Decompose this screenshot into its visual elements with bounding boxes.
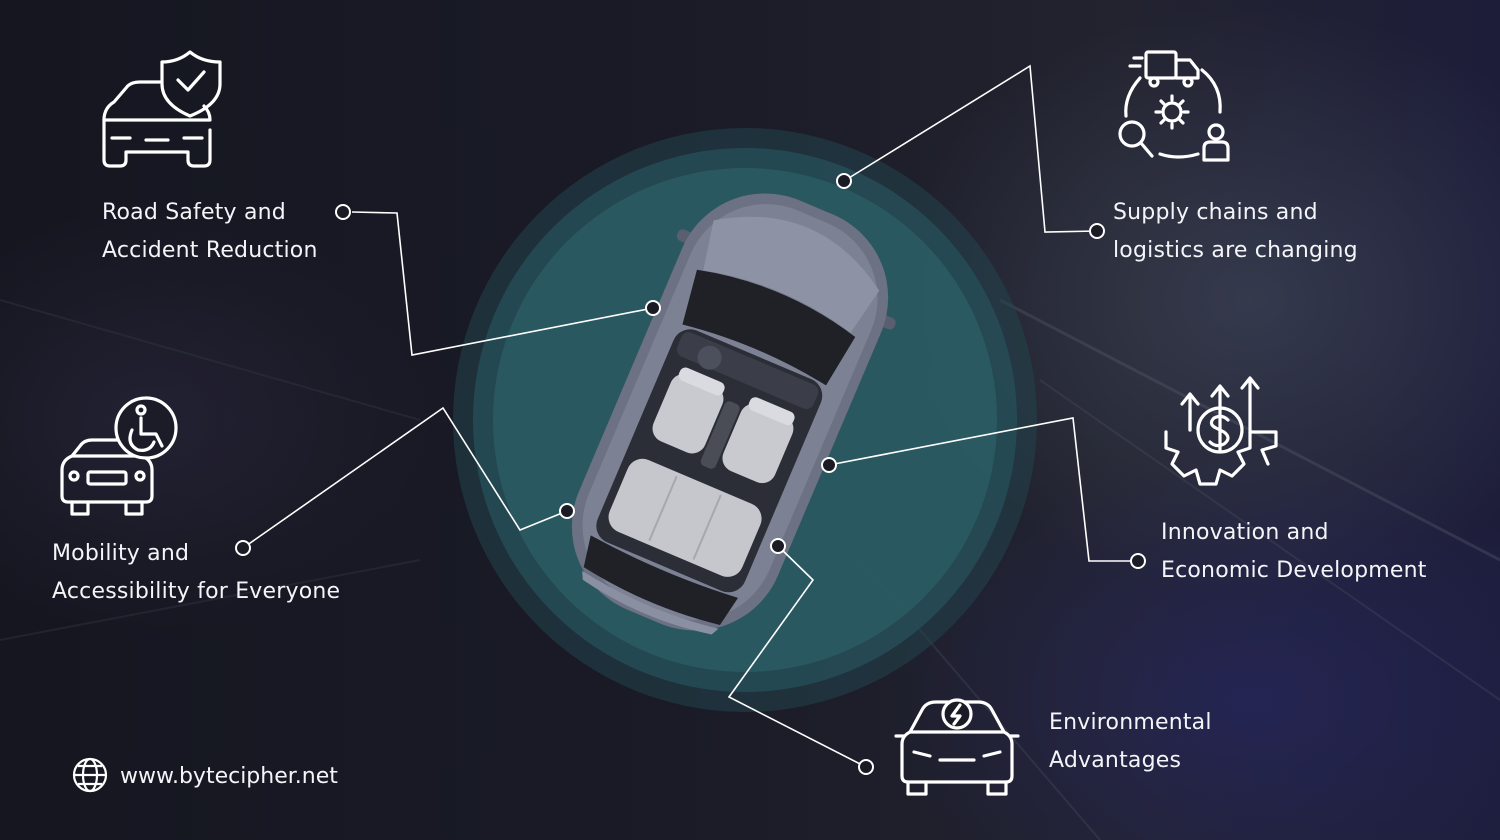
label-supply-chains-line1: Supply chains and bbox=[1113, 200, 1318, 225]
dot-innovation-car bbox=[821, 457, 837, 473]
dot-road-safety-car bbox=[645, 300, 661, 316]
supply-chain-icon bbox=[1118, 50, 1230, 162]
label-innovation-line2: Economic Development bbox=[1161, 558, 1427, 583]
connector-supply-chains bbox=[843, 64, 1098, 233]
label-supply-chains-line2: logistics are changing bbox=[1113, 238, 1358, 263]
dot-supply-car bbox=[836, 173, 852, 189]
label-road-safety: Road Safety and Accident Reduction bbox=[102, 194, 318, 270]
connector-environment bbox=[727, 545, 867, 768]
connector-mobility bbox=[242, 406, 568, 549]
connector-road-safety bbox=[351, 211, 654, 356]
label-mobility-line2: Accessibility for Everyone bbox=[52, 579, 341, 604]
connector-dots bbox=[235, 173, 1146, 775]
car-shield-icon bbox=[102, 50, 222, 168]
electric-car-icon bbox=[894, 698, 1020, 796]
dot-supply-label bbox=[1089, 223, 1105, 239]
dot-environment-car bbox=[770, 538, 786, 554]
label-environment-line2: Advantages bbox=[1049, 748, 1182, 773]
car-illustration bbox=[571, 193, 896, 635]
website-link[interactable]: www.bytecipher.net bbox=[120, 763, 338, 789]
globe-icon bbox=[72, 757, 108, 793]
dot-road-safety-label bbox=[335, 204, 351, 220]
dot-innovation-label bbox=[1130, 553, 1146, 569]
label-mobility-line1: Mobility and bbox=[52, 541, 190, 566]
dot-mobility-label bbox=[235, 540, 251, 556]
label-mobility: Mobility and Accessibility for Everyone bbox=[52, 535, 340, 611]
label-environment-line1: Environmental bbox=[1049, 710, 1212, 735]
label-road-safety-line1: Road Safety and bbox=[102, 200, 286, 225]
innovation-gear-icon bbox=[1164, 376, 1278, 486]
connector-innovation bbox=[828, 417, 1138, 562]
dot-environment-label bbox=[858, 759, 874, 775]
label-innovation: Innovation and Economic Development bbox=[1161, 514, 1427, 590]
accessibility-car-icon bbox=[60, 396, 178, 516]
footer: www.bytecipher.net bbox=[72, 756, 338, 796]
label-innovation-line1: Innovation and bbox=[1161, 520, 1329, 545]
connectors bbox=[242, 64, 1138, 768]
label-supply-chains: Supply chains and logistics are changing bbox=[1113, 194, 1358, 270]
label-environment: Environmental Advantages bbox=[1049, 704, 1212, 780]
label-road-safety-line2: Accident Reduction bbox=[102, 238, 318, 263]
dot-mobility-car bbox=[559, 503, 575, 519]
